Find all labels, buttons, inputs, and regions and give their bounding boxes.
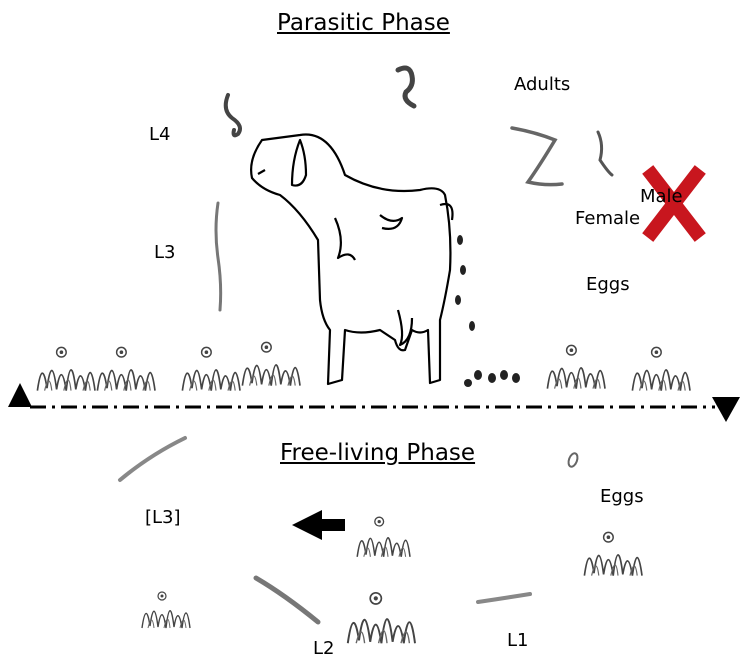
egg-icon: [567, 452, 579, 468]
fecal-pellets: [455, 235, 520, 387]
grass-tuft: [242, 342, 300, 385]
grass-tuft: [37, 347, 95, 390]
eggs-label: Eggs: [600, 486, 644, 507]
up-arrow-icon: [8, 383, 32, 407]
grass-tuft: [142, 592, 190, 628]
male-label: Male: [640, 186, 683, 207]
worm-l4-icon: [226, 95, 240, 135]
l2-label: L2: [313, 638, 334, 659]
grass-tuft: [182, 347, 240, 390]
female-label: Female: [575, 208, 640, 229]
adults-label: Adults: [514, 74, 570, 95]
worm-female-icon: [512, 128, 562, 185]
down-arrow-icon: [712, 397, 740, 422]
grass-tuft: [97, 347, 155, 390]
l3-label: L3: [154, 242, 175, 263]
larva-l2-icon: [256, 578, 318, 622]
l4-label: L4: [149, 124, 170, 145]
eggs-label: Eggs: [586, 274, 630, 295]
larva-l3-icon: [120, 438, 185, 480]
grass-tuft: [348, 593, 415, 643]
worm-male-icon: [598, 132, 612, 175]
worm-l3-icon: [216, 203, 221, 310]
worm-adult-icon: [398, 68, 414, 106]
larva-l1-icon: [478, 594, 530, 602]
grass-tuft: [584, 532, 642, 575]
grass-tuft: [547, 345, 605, 388]
left-arrow-icon: [292, 510, 345, 540]
freeliving-phase-heading: Free-living Phase: [280, 440, 475, 466]
l3-bracket-label: [L3]: [145, 507, 181, 528]
l1-label: L1: [507, 630, 528, 651]
goat-illustration: [251, 135, 452, 385]
grass-tuft: [357, 517, 410, 557]
grass-tuft: [632, 347, 690, 390]
parasitic-phase-heading: Parasitic Phase: [277, 10, 450, 36]
